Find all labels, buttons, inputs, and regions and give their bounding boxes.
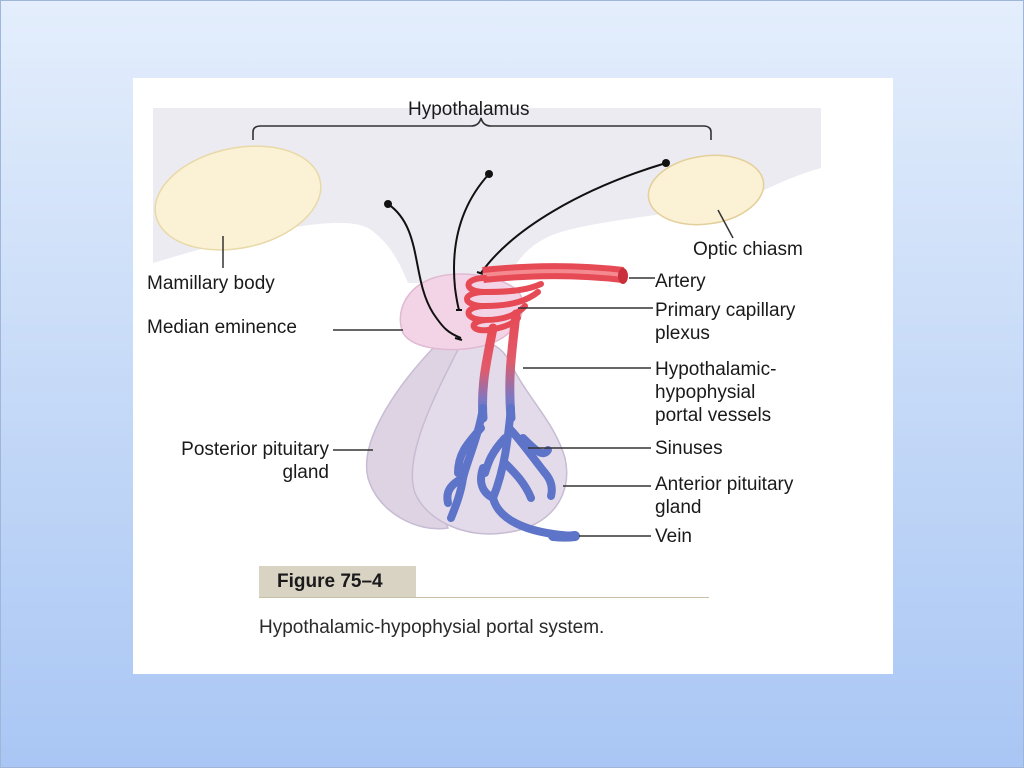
label-optic-chiasm: Optic chiasm: [693, 239, 803, 260]
label-artery: Artery: [655, 271, 706, 292]
label-median-eminence: Median eminence: [147, 317, 297, 338]
label-mamillary-body: Mamillary body: [147, 273, 275, 294]
fiber-endpoints: [384, 159, 670, 208]
figure-rule: [259, 597, 709, 598]
neurosecretory-fibers: [387, 162, 667, 341]
label-sinuses: Sinuses: [655, 438, 723, 459]
label-anterior-pituitary: Anterior pituitary gland: [655, 473, 793, 519]
label-hypothalamus: Hypothalamus: [408, 99, 530, 120]
artery: [482, 263, 628, 284]
label-portal-vessels-line-2: hypophysial: [655, 382, 756, 403]
label-posterior-pituitary-line-2: gland: [282, 462, 330, 483]
label-primary-capillary-plexus-line-1: Primary capillary: [655, 300, 796, 321]
label-portal-vessels: Hypothalamic- hypophysial portal vessels: [655, 358, 776, 427]
label-portal-vessels-line-3: portal vessels: [655, 405, 772, 426]
label-posterior-pituitary-line-1: Posterior pituitary: [181, 439, 329, 460]
figure-number: Figure 75–4: [259, 566, 416, 598]
hypothalamus-bracket: [252, 117, 712, 140]
label-portal-vessels-line-1: Hypothalamic-: [655, 359, 777, 380]
figure-panel: Hypothalamus Optic chiasm Mamillary body…: [133, 78, 893, 674]
sinuses: [443, 404, 577, 540]
vein: [548, 531, 580, 542]
mamillary-body: [154, 145, 322, 251]
median-eminence: [399, 273, 524, 351]
label-vein: Vein: [655, 526, 692, 547]
label-anterior-pituitary-line-2: gland: [655, 497, 702, 518]
label-posterior-pituitary: Posterior pituitary gland: [147, 438, 329, 484]
label-anterior-pituitary-line-1: Anterior pituitary: [655, 474, 794, 495]
hypothalamus-tissue: [153, 108, 821, 283]
label-primary-capillary-plexus: Primary capillary plexus: [655, 299, 795, 345]
figure-caption: Hypothalamic-hypophysial portal system.: [259, 617, 605, 638]
portal-system-diagram: [153, 108, 821, 542]
leader-lines: [222, 209, 734, 537]
optic-chiasm: [647, 154, 765, 226]
label-primary-capillary-plexus-line-2: plexus: [655, 323, 710, 344]
